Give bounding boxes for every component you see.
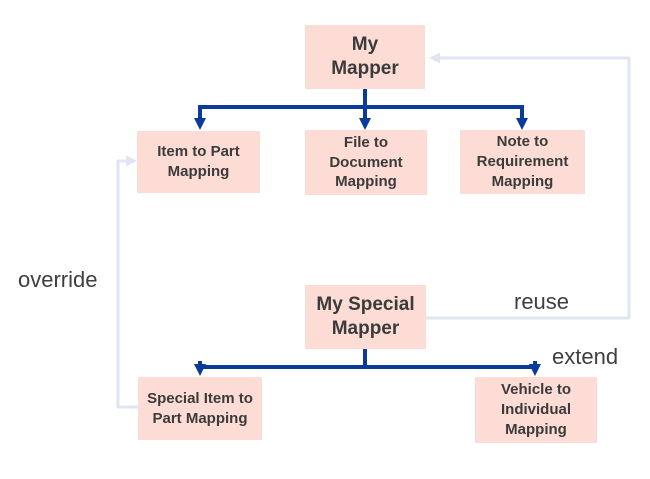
node-my-special-mapper: My Special Mapper — [305, 285, 426, 349]
node-vehicle-to-individual-mapping-label: Vehicle to Individual Mapping — [500, 381, 572, 438]
node-item-to-part-mapping: Item to Part Mapping — [137, 131, 260, 193]
node-my-mapper: My Mapper — [305, 25, 425, 89]
node-special-item-to-part-mapping-label: Special Item to Part Mapping — [147, 389, 253, 427]
node-my-mapper-label: My Mapper — [331, 33, 399, 79]
node-vehicle-to-individual-mapping: Vehicle to Individual Mapping — [475, 377, 597, 443]
node-my-special-mapper-label: My Special Mapper — [316, 293, 415, 339]
edge-override — [116, 155, 138, 409]
node-file-to-document-mapping: File to Document Mapping — [305, 130, 427, 195]
node-note-to-requirement-mapping-label: Note to Requirement Mapping — [476, 133, 569, 190]
node-note-to-requirement-mapping: Note to Requirement Mapping — [460, 130, 585, 194]
node-special-item-to-part-mapping: Special Item to Part Mapping — [138, 377, 262, 440]
edge-reuse — [426, 52, 631, 320]
node-file-to-document-mapping-label: File to Document Mapping — [329, 133, 403, 191]
edge-label-override: override — [18, 267, 98, 292]
edge-label-extend: extend — [552, 344, 619, 369]
node-item-to-part-mapping-label: Item to Part Mapping — [157, 143, 240, 180]
edge-label-reuse: reuse — [514, 289, 570, 314]
